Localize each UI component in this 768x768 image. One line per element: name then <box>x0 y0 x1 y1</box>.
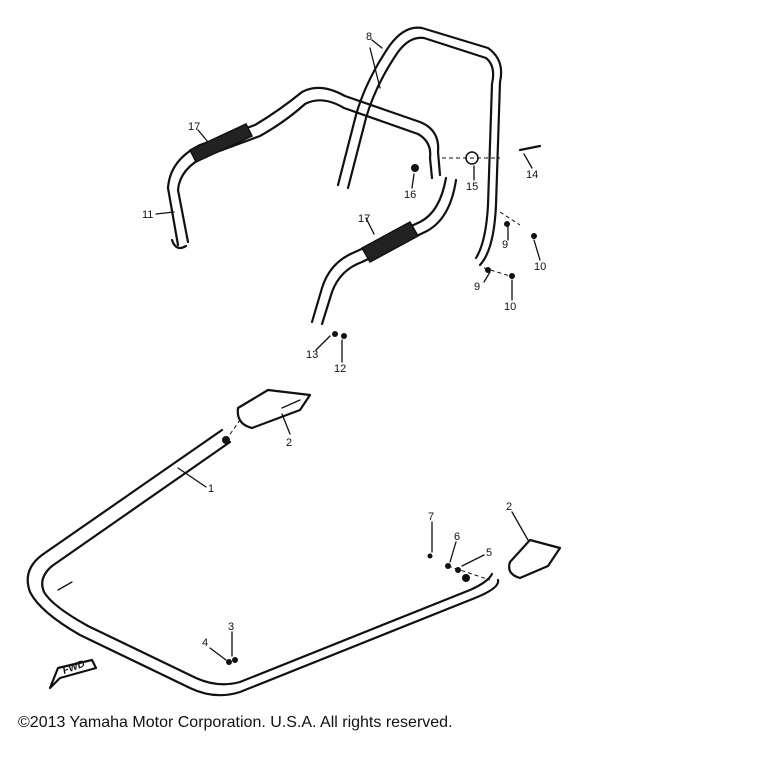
callout-4: 4 <box>202 637 208 649</box>
parts-diagram: 1 2 2 3 4 5 6 7 8 9 9 10 10 11 12 13 14 … <box>26 26 562 697</box>
callouts: 1 2 2 3 4 5 6 7 8 9 9 10 10 11 12 13 14 … <box>142 31 546 649</box>
callout-12: 12 <box>334 363 346 375</box>
callout-2-lower: 2 <box>506 501 512 513</box>
part-1-lower-frame <box>26 428 500 697</box>
assembly-lines <box>225 157 521 581</box>
hardware <box>222 144 542 665</box>
callout-5: 5 <box>486 547 492 559</box>
part-2-end-cap-upper <box>236 388 312 430</box>
callout-6: 6 <box>454 531 460 543</box>
callout-11: 11 <box>142 209 153 221</box>
fwd-arrow-icon: FWD <box>48 659 98 690</box>
callout-13: 13 <box>306 349 318 361</box>
callout-10-upper: 10 <box>534 261 546 273</box>
part-2-end-cap-lower <box>508 538 562 580</box>
callout-17-lower: 17 <box>358 213 370 225</box>
callout-17-upper: 17 <box>188 121 200 133</box>
upper-handlebar <box>166 86 442 250</box>
part-8-upper-tube <box>336 26 503 267</box>
leader-lines <box>155 39 541 661</box>
grip-17-upper <box>188 123 254 163</box>
copyright-text: ©2013 Yamaha Motor Corporation. U.S.A. A… <box>18 714 453 731</box>
callout-9-lower: 9 <box>474 281 480 293</box>
callout-2-upper: 2 <box>286 437 292 449</box>
callout-3: 3 <box>228 621 234 633</box>
callout-16: 16 <box>404 189 416 201</box>
callout-7: 7 <box>428 511 434 523</box>
callout-9-upper: 9 <box>502 239 508 251</box>
callout-8: 8 <box>366 31 372 43</box>
callout-10-lower: 10 <box>504 301 516 313</box>
callout-1: 1 <box>208 483 214 495</box>
callout-15: 15 <box>466 181 478 193</box>
callout-14: 14 <box>526 169 538 181</box>
lower-handlebar <box>310 176 458 326</box>
